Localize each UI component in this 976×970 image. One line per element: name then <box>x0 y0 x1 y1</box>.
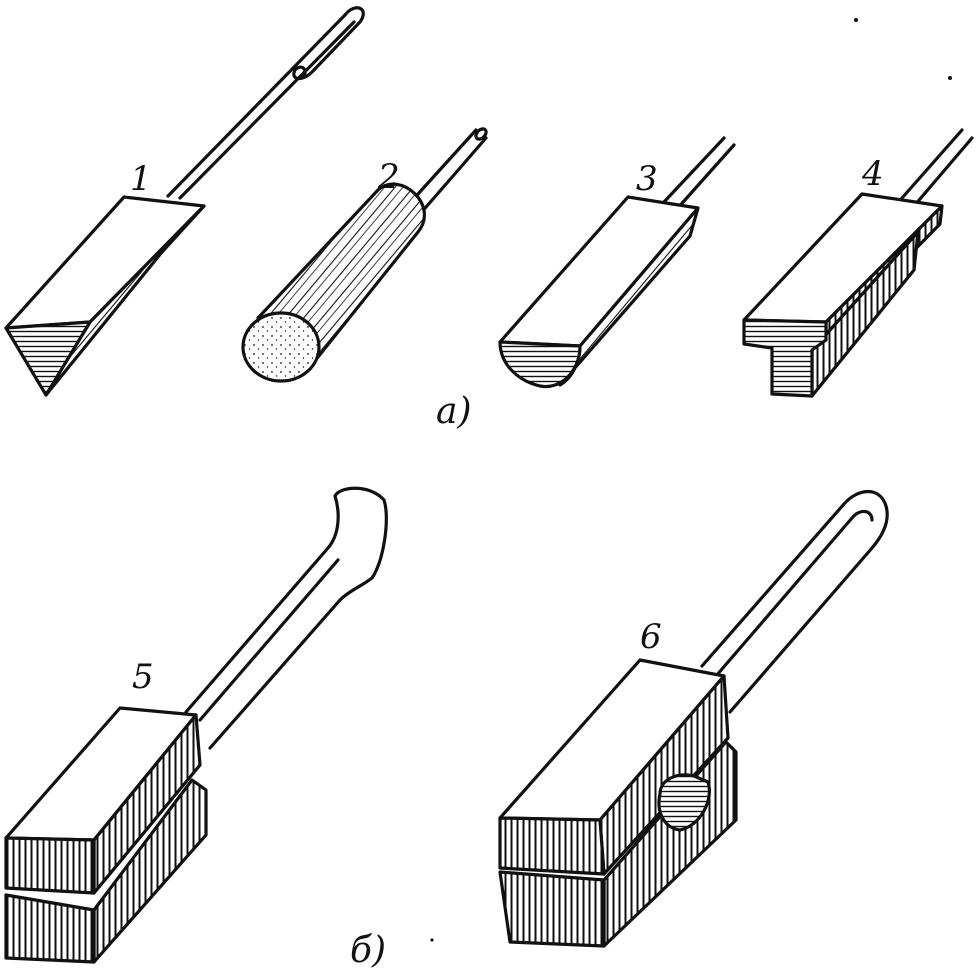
tool-1-triangle-smoother <box>4 6 365 397</box>
tool-1-loop <box>292 6 365 81</box>
tool-6-handle <box>700 490 889 714</box>
tool-4-tprofile-smoother <box>742 128 974 398</box>
caption-b: б) <box>350 930 386 970</box>
tool-5-handle <box>184 486 388 750</box>
tool-5-upper-front <box>4 836 96 895</box>
tool-1-handle <box>166 13 356 200</box>
tool-2-end-face <box>241 311 321 383</box>
tool-4-label: 4 <box>861 154 884 194</box>
tool-6-upper-front <box>498 816 606 876</box>
tool-2-handle <box>406 128 488 216</box>
caption-a: а) <box>436 391 472 432</box>
tool-6-label: 6 <box>640 617 662 657</box>
tool-2-cylinder-smoother <box>241 127 488 383</box>
tool-1-end-face <box>4 320 92 397</box>
tool-6-grooved-double-block <box>498 490 889 948</box>
tool-3-halfround-smoother <box>498 136 736 389</box>
tool-5-label: 5 <box>132 657 154 697</box>
tool-5-lower-front <box>4 893 96 964</box>
tool-6-lower-front <box>498 870 606 948</box>
tool-6-groove <box>657 773 711 832</box>
tool-1-label: 1 <box>130 159 152 199</box>
tool-5-lower-side <box>92 778 208 964</box>
tool-2-label: 2 <box>377 157 400 197</box>
tool-4-handle <box>900 128 974 208</box>
tool-3-handle <box>662 136 736 212</box>
print-specks <box>430 18 952 942</box>
tool-4-end-face <box>742 318 828 398</box>
tool-5-double-block-smoother <box>4 486 388 964</box>
tool-3-label: 3 <box>636 159 658 199</box>
tool-3-end-face <box>498 340 582 389</box>
